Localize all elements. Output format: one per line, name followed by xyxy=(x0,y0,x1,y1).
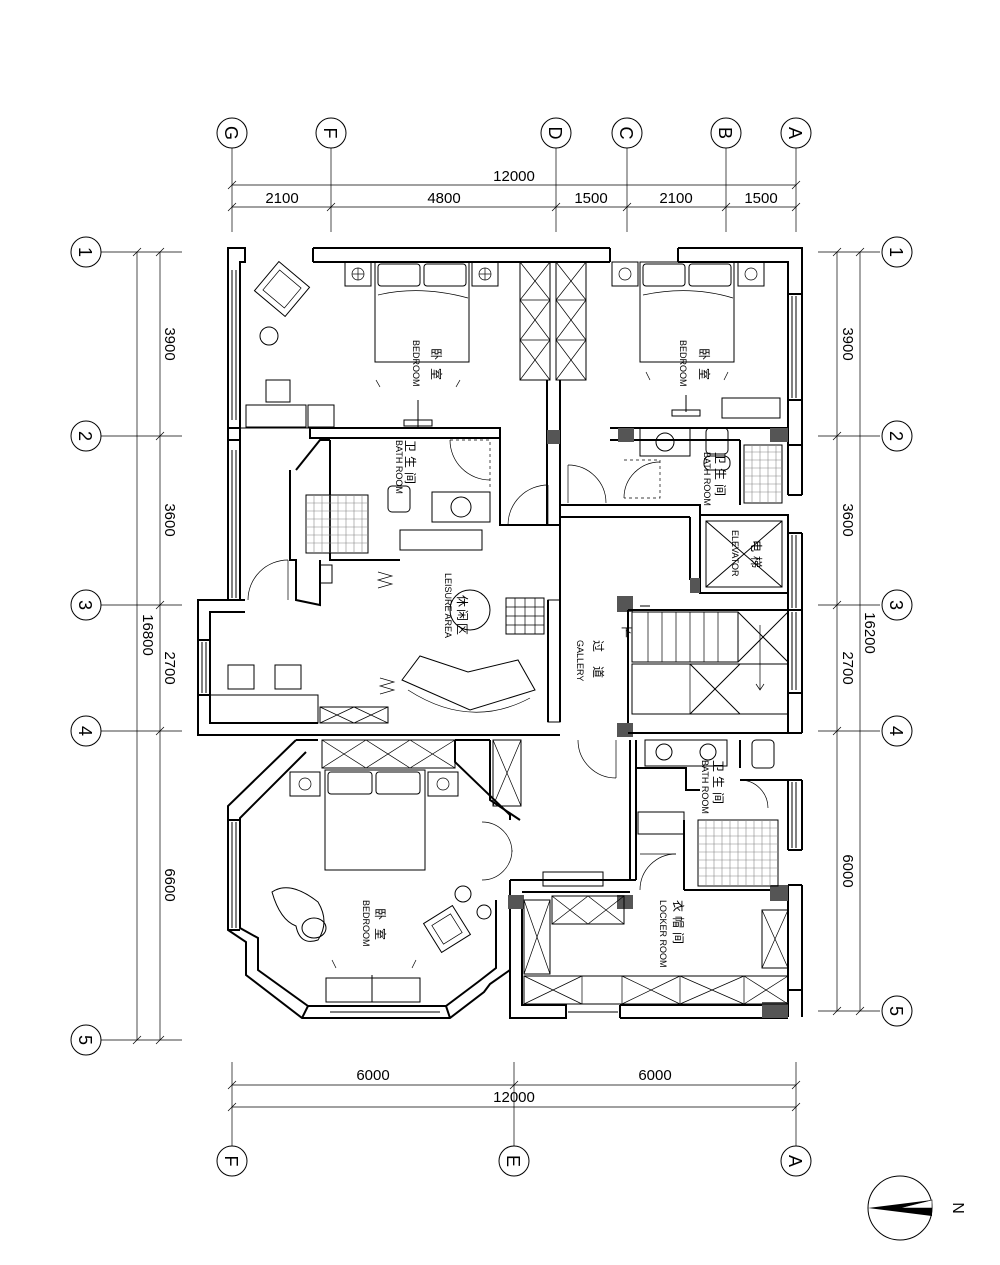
grid-label-right: 5 xyxy=(886,1006,906,1016)
grid-label-bottom: F xyxy=(221,1156,241,1167)
dimensions-right: 3900 3600 2700 6000 16200 xyxy=(832,247,878,1016)
dimensions-left: 16800 3900 3600 2700 6600 xyxy=(132,247,178,1045)
room-label-en: ELEVATOR xyxy=(730,530,740,577)
grid-axes-right: 1 2 3 4 5 xyxy=(818,236,913,1027)
room-label-cn: 卧室 xyxy=(697,348,712,388)
room-label-cn: 卧室 xyxy=(373,908,388,948)
room-label-en: BATH ROOM xyxy=(700,760,710,814)
bedroom-south-furniture: 卧室 BEDROOM xyxy=(271,739,522,1003)
dim-label: 3600 xyxy=(161,503,178,536)
room-label-en: BATH ROOM xyxy=(702,452,712,506)
windows xyxy=(201,270,797,1013)
dim-label: 1500 xyxy=(744,190,777,207)
grid-label-right: 1 xyxy=(886,247,906,257)
room-label-en: LEISURE AREA xyxy=(443,573,453,638)
dim-label: 16800 xyxy=(139,614,156,656)
room-label-cn: 休闲区 xyxy=(455,595,469,637)
dim-label: 12000 xyxy=(493,1089,535,1106)
compass-label: N xyxy=(949,1202,966,1214)
grid-label-bottom: E xyxy=(503,1155,523,1167)
dim-label: 2100 xyxy=(659,190,692,207)
room-label-cn: 衣帽间 xyxy=(671,900,686,948)
locker-room-furniture: 衣帽间 LOCKER ROOM xyxy=(523,871,789,1005)
room-label-en: BEDROOM xyxy=(361,900,371,947)
dim-label: 1500 xyxy=(574,190,607,207)
dimensions-top: 12000 2100 4800 1500 2100 1500 xyxy=(227,168,801,212)
grid-label-top: B xyxy=(715,127,735,139)
leisure-area-furniture: 休闲区 LEISURE AREA xyxy=(209,571,545,724)
dim-label: 6000 xyxy=(839,854,856,887)
grid-label-right: 3 xyxy=(886,600,906,610)
dim-label: 4800 xyxy=(427,190,460,207)
grid-label-left: 1 xyxy=(75,247,95,257)
grid-label-bottom: A xyxy=(785,1155,805,1167)
bedroom-nw-furniture: 卧室 BEDROOM xyxy=(245,260,499,428)
grid-label-right: 2 xyxy=(886,431,906,441)
interior-walls xyxy=(227,380,789,909)
dim-label: 2700 xyxy=(161,651,178,684)
room-label-cn: 电梯 xyxy=(749,540,763,572)
grid-label-top: D xyxy=(545,127,565,140)
dimensions-bottom: 6000 6000 12000 xyxy=(227,1067,801,1112)
grid-label-left: 5 xyxy=(75,1035,95,1045)
room-label-cn: 卫生间 xyxy=(403,440,417,488)
grid-axes-bottom: F E A xyxy=(216,1062,812,1177)
room-label-en: LOCKER ROOM xyxy=(658,900,668,968)
dim-label: 3900 xyxy=(839,327,856,360)
grid-label-top: G xyxy=(221,126,241,140)
dim-label: 16200 xyxy=(861,612,878,654)
bath-se-fixtures: 卫生间 BATH ROOM xyxy=(637,739,779,887)
grid-label-top: F xyxy=(320,128,340,139)
dim-label: 3900 xyxy=(161,327,178,360)
room-label-en: GALLERY xyxy=(575,640,585,681)
grid-label-top: C xyxy=(616,127,636,140)
staircase: 下 xyxy=(621,605,789,715)
bath-west-fixtures: 卫生间 BATH ROOM xyxy=(305,439,491,584)
room-label-en: BATH ROOM xyxy=(394,440,404,494)
room-label-cn: 过道 xyxy=(591,640,605,692)
dim-label: 6000 xyxy=(638,1067,671,1084)
grid-axes-top: G F D C B A xyxy=(216,117,812,232)
stair-direction-label: 下 xyxy=(621,627,632,639)
room-label-cn: 卫生间 xyxy=(711,760,725,808)
gallery-label: 过道 GALLERY xyxy=(575,640,605,692)
grid-label-left: 3 xyxy=(75,600,95,610)
grid-label-right: 4 xyxy=(886,726,906,736)
room-label-en: BEDROOM xyxy=(678,340,688,387)
dim-label: 2100 xyxy=(265,190,298,207)
exterior-walls xyxy=(197,247,803,1019)
room-label-cn: 卧室 xyxy=(429,348,444,388)
bedroom-ne-furniture: 卧室 BEDROOM xyxy=(611,261,781,419)
doors xyxy=(247,464,769,891)
grid-label-left: 4 xyxy=(75,726,95,736)
room-label-en: BEDROOM xyxy=(411,340,421,387)
grid-label-left: 2 xyxy=(75,431,95,441)
dim-label: 2700 xyxy=(839,651,856,684)
grid-axes-left: 1 2 3 4 5 xyxy=(70,236,182,1056)
dim-label: 6000 xyxy=(356,1067,389,1084)
elevator-label: 电梯 ELEVATOR xyxy=(730,530,763,577)
grid-label-top: A xyxy=(785,127,805,139)
room-label-cn: 卫生间 xyxy=(713,452,727,500)
dim-label: 6600 xyxy=(161,868,178,901)
bath-ne-fixtures: 卫生间 BATH ROOM xyxy=(623,427,783,506)
dim-label: 12000 xyxy=(493,168,535,185)
wardrobe-north xyxy=(519,261,587,381)
north-compass-icon: N xyxy=(867,1175,966,1241)
dim-label: 3600 xyxy=(839,503,856,536)
